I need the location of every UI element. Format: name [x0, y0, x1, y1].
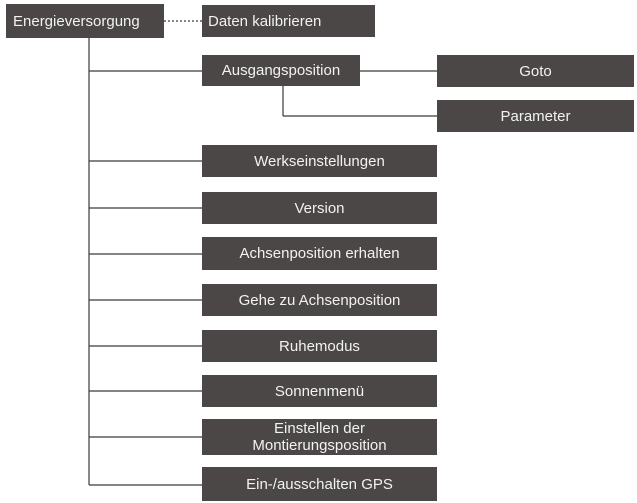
node-home-position-label: Ausgangsposition [221, 62, 341, 79]
node-goto-axis-position-label: Gehe zu Achsenposition [238, 291, 401, 309]
node-parameter: Parameter [437, 100, 634, 132]
node-factory-settings: Werkseinstellungen [202, 145, 437, 177]
node-version-label: Version [294, 199, 345, 217]
node-root: Energieversorgung [6, 4, 164, 38]
node-home-position: Ausgangsposition [202, 55, 360, 86]
node-version: Version [202, 192, 437, 224]
node-get-axis-position-label: Achsenposition erhalten [239, 245, 400, 262]
node-goto: Goto [437, 55, 634, 87]
node-sun-menu-label: Sonnenmenü [274, 382, 365, 400]
node-calibrate-label: Daten kalibrieren [208, 12, 322, 30]
node-goto-axis-position: Gehe zu Achsenposition [202, 284, 437, 316]
node-sun-menu: Sonnenmenü [202, 375, 437, 407]
node-mount-position-line2: Montierungsposition [252, 437, 387, 454]
node-get-axis-position: Achsenposition erhalten [202, 237, 437, 270]
node-gps-toggle-label: Ein-/ausschalten GPS [246, 475, 393, 493]
node-mount-position-line1: Einstellen der [274, 420, 365, 437]
node-parameter-label: Parameter [500, 107, 571, 125]
node-goto-label: Goto [519, 62, 552, 80]
node-gps-toggle: Ein-/ausschalten GPS [202, 467, 437, 501]
node-calibrate: Daten kalibrieren [202, 5, 375, 37]
node-sleep-mode: Ruhemodus [202, 330, 437, 362]
node-root-label: Energieversorgung [13, 12, 140, 30]
node-factory-settings-label: Werkseinstellungen [254, 152, 385, 170]
node-mount-position: Einstellen der Montierungsposition [202, 419, 437, 455]
node-sleep-mode-label: Ruhemodus [279, 337, 360, 355]
